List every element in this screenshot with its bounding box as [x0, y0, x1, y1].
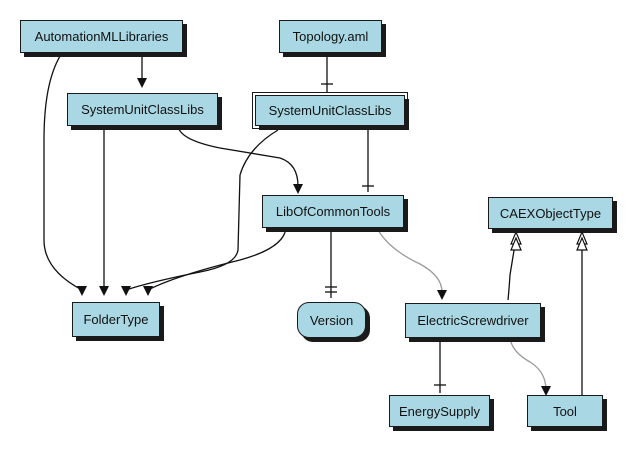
node-label: Tool [553, 403, 577, 419]
edge-screwdriver-to-tool [509, 337, 551, 396]
edge-sucl-left-to-libtools [177, 125, 303, 194]
node-automationml-libraries[interactable]: AutomationMLLibraries [20, 20, 183, 53]
node-label: Topology.aml [292, 29, 369, 44]
node-lib-of-common-tools[interactable]: LibOfCommonTools [262, 195, 404, 228]
edge-libtools-to-version [325, 228, 337, 298]
node-label: EnergySupply [399, 403, 480, 419]
edge-topology-to-sucl-right [321, 55, 333, 93]
node-caex-object-type[interactable]: CAEXObjectType [488, 197, 613, 229]
node-label: ElectricScrewdriver [417, 313, 529, 328]
node-label: SystemUnitClassLibs [268, 103, 392, 118]
node-label: CAEXObjectType [499, 205, 602, 221]
node-system-unit-class-libs-right[interactable]: SystemUnitClassLibs [252, 92, 408, 129]
node-label: LibOfCommonTools [275, 204, 391, 219]
edge-sucl-left-to-foldertype [99, 126, 109, 296]
node-system-unit-class-libs-left[interactable]: SystemUnitClassLibs [67, 93, 218, 126]
edge-sucl-right-to-libtools [362, 130, 374, 192]
node-label: SystemUnitClassLibs [81, 102, 204, 117]
node-label: Version [309, 312, 354, 328]
node-folder-type[interactable]: FolderType [72, 302, 160, 337]
node-label: FolderType [83, 312, 149, 327]
node-energy-supply[interactable]: EnergySupply [389, 395, 490, 427]
edge-screwdriver-to-caex [507, 230, 522, 301]
edge-libtools-to-screwdriver [377, 229, 447, 300]
edge-aml-to-sucl-left [137, 53, 147, 88]
node-tool[interactable]: Tool [527, 395, 603, 427]
node-electric-screwdriver[interactable]: ElectricScrewdriver [405, 303, 541, 338]
node-label: AutomationMLLibraries [34, 29, 169, 44]
edge-aml-to-foldertype [43, 52, 87, 296]
edge-tool-to-caex [576, 230, 588, 395]
node-version[interactable]: Version [297, 302, 366, 338]
edge-screwdriver-to-energysupply [434, 338, 446, 393]
edge-libtools-to-foldertype [143, 227, 287, 296]
node-topology-aml[interactable]: Topology.aml [279, 20, 382, 53]
